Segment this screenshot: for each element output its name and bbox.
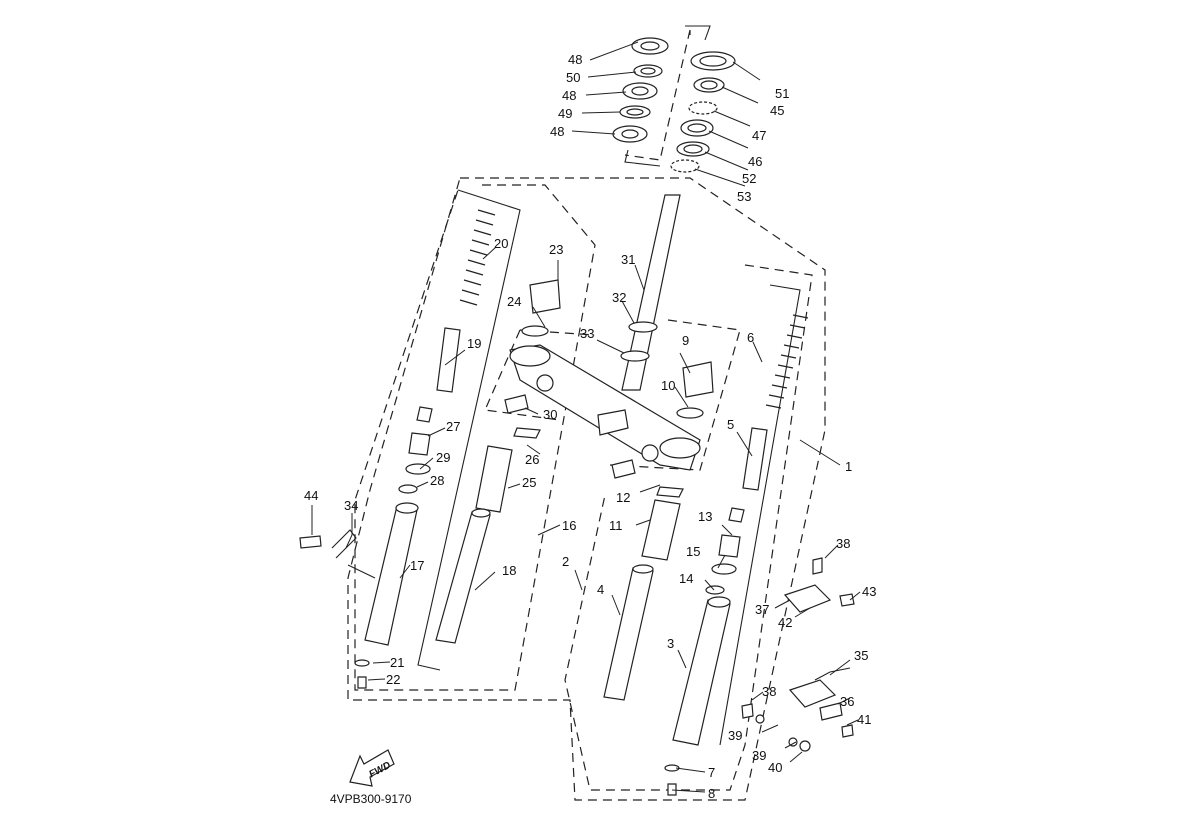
callout-39: 39: [752, 748, 766, 763]
callout-35: 35: [854, 648, 868, 663]
callout-40: 40: [768, 760, 782, 775]
callout-5: 5: [727, 417, 734, 432]
callout-15: 15: [686, 544, 700, 559]
callout-3: 3: [667, 636, 674, 651]
callout-6: 6: [747, 330, 754, 345]
callout-labels: 48 50 48 49 48 51 45 47 46 52 53 20 23 3…: [304, 52, 876, 801]
callout-43: 43: [862, 584, 876, 599]
callout-12: 12: [616, 490, 630, 505]
callout-17: 17: [410, 558, 424, 573]
outline-group-2: [564, 264, 813, 791]
callout-30: 30: [543, 407, 557, 422]
callout-53: 53: [737, 189, 751, 204]
callout-1: 1: [845, 459, 852, 474]
callout-23: 23: [549, 242, 563, 257]
callout-51: 51: [775, 86, 789, 101]
forward-arrow-icon: FWD: [349, 749, 395, 787]
callout-36: 36: [840, 694, 854, 709]
callout-13: 13: [698, 509, 712, 524]
callout-21: 21: [390, 655, 404, 670]
leader-lines: [311, 41, 861, 793]
callout-10: 10: [661, 378, 675, 393]
callout-45: 45: [770, 103, 784, 118]
callout-14: 14: [679, 571, 693, 586]
callout-37: 37: [755, 602, 769, 617]
callout-42: 42: [778, 615, 792, 630]
callout-48: 48: [562, 88, 576, 103]
outline-bearing-set: [624, 29, 691, 161]
outline-bracket: [484, 319, 741, 471]
callout-18: 18: [502, 563, 516, 578]
callout-25: 25: [522, 475, 536, 490]
callout-46: 46: [748, 154, 762, 169]
callout-33: 33: [580, 326, 594, 341]
callout-27: 27: [446, 419, 460, 434]
callout-48: 48: [568, 52, 582, 67]
subgroup-lines: [417, 25, 801, 746]
callout-49: 49: [558, 106, 572, 121]
outline-group-16: [354, 184, 596, 691]
outline-assembly-1: [347, 177, 826, 801]
parts: [299, 37, 855, 796]
callout-19: 19: [467, 336, 481, 351]
callout-28: 28: [430, 473, 444, 488]
callout-22: 22: [386, 672, 400, 687]
callout-38: 38: [762, 684, 776, 699]
callout-31: 31: [621, 252, 635, 267]
callout-47: 47: [752, 128, 766, 143]
callout-8: 8: [708, 786, 715, 801]
callout-16: 16: [562, 518, 576, 533]
callout-34: 34: [344, 498, 358, 513]
callout-9: 9: [682, 333, 689, 348]
callout-48: 48: [550, 124, 564, 139]
callout-24: 24: [507, 294, 521, 309]
callout-52: 52: [742, 171, 756, 186]
callout-29: 29: [436, 450, 450, 465]
callout-11: 11: [609, 518, 623, 533]
callout-41: 41: [857, 712, 871, 727]
callout-20: 20: [494, 236, 508, 251]
callout-7: 7: [708, 765, 715, 780]
callout-26: 26: [525, 452, 539, 467]
callout-38: 38: [836, 536, 850, 551]
callout-39: 39: [728, 728, 742, 743]
diagram-code: 4VPB300-9170: [330, 792, 412, 806]
callout-2: 2: [562, 554, 569, 569]
group-outlines: [347, 29, 826, 801]
callout-32: 32: [612, 290, 626, 305]
callout-44: 44: [304, 488, 318, 503]
callout-4: 4: [597, 582, 604, 597]
callout-50: 50: [566, 70, 580, 85]
